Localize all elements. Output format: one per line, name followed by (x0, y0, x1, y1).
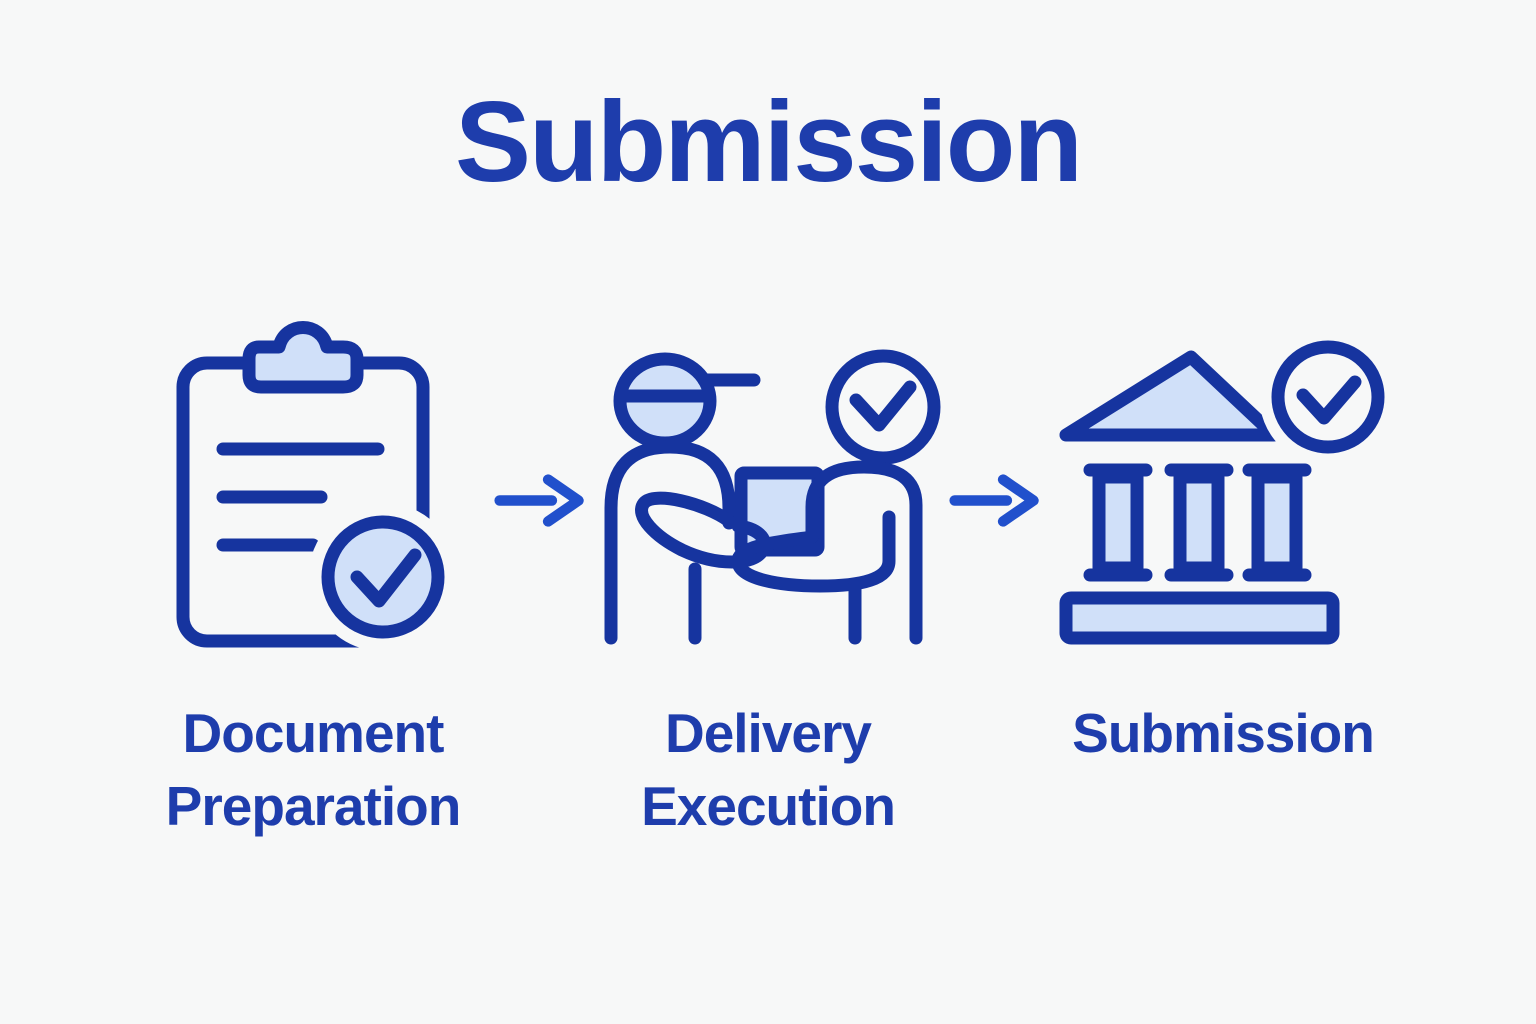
right-arrow-icon (494, 474, 584, 527)
step-submission: Submission (1043, 315, 1403, 770)
process-flow: Document Preparation (0, 315, 1536, 843)
bank-check-icon (1059, 340, 1391, 645)
delivery-handoff-icon (604, 349, 941, 645)
step-label: Submission (1072, 702, 1375, 764)
step-document-preparation: Document Preparation (133, 315, 493, 843)
right-arrow-icon (949, 474, 1039, 527)
step-label: Delivery Execution (641, 702, 896, 838)
clipboard-check-icon (176, 321, 453, 652)
step-delivery-execution: Delivery Execution (588, 315, 948, 843)
step-label: Document Preparation (165, 702, 462, 838)
page-title: Submission (454, 79, 1083, 206)
infographic-canvas: Submission Docu (0, 86, 1536, 1024)
